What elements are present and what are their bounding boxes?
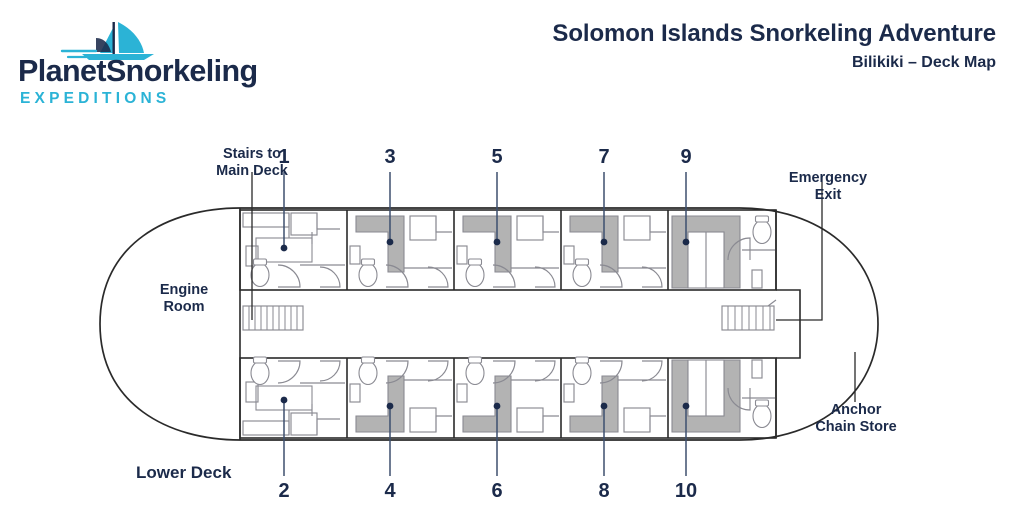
stairs-forward <box>721 299 777 331</box>
label-engine-room: Engine Room <box>159 282 209 316</box>
label-anchor-chain-store: Anchor Chain Store <box>815 402 897 436</box>
label-emergency-exit: Emergency Exit <box>788 170 868 204</box>
cabin-number-1: 1 <box>278 146 290 168</box>
cabin-number-4: 4 <box>384 480 396 502</box>
sailboat-icon <box>60 22 154 60</box>
brand-tagline: EXPEDITIONS <box>20 90 171 107</box>
page-subtitle: Bilikiki – Deck Map <box>851 53 996 71</box>
cabin-number-6: 6 <box>491 480 503 502</box>
cabin-number-10: 10 <box>674 480 698 502</box>
page-title: Solomon Islands Snorkeling Adventure <box>552 20 996 47</box>
brand-name-part1: Planet <box>18 54 107 88</box>
deck-map: .hull { fill:none; stroke:#2a2a2a; strok… <box>0 120 1024 528</box>
leader-emergency-exit <box>776 176 823 321</box>
brand-name-part2: Snorkeling <box>105 54 258 88</box>
deck-name-label: Lower Deck <box>136 463 232 482</box>
cabin-number-8: 8 <box>598 480 610 502</box>
deck-plan-drawing: .hull { fill:none; stroke:#2a2a2a; strok… <box>99 172 879 476</box>
leader-lines-top <box>280 172 690 252</box>
title-block: Solomon Islands Snorkeling Adventure Bil… <box>552 20 996 72</box>
cabin-number-3: 3 <box>384 146 396 168</box>
stairs-aft <box>242 305 304 331</box>
label-stairs-to-main-deck: Stairs to Main Deck <box>216 146 288 180</box>
cabin-number-5: 5 <box>491 146 503 168</box>
cabin-number-2: 2 <box>278 480 290 502</box>
cabin-number-7: 7 <box>598 146 610 168</box>
page-header: PlanetSnorkeling EXPEDITIONS Solomon Isl… <box>0 0 1024 120</box>
leader-lines-bottom <box>280 396 690 476</box>
brand-wordmark: PlanetSnorkeling <box>18 56 318 87</box>
brand-logo: PlanetSnorkeling EXPEDITIONS <box>18 18 318 108</box>
cabin-number-9: 9 <box>680 146 692 168</box>
